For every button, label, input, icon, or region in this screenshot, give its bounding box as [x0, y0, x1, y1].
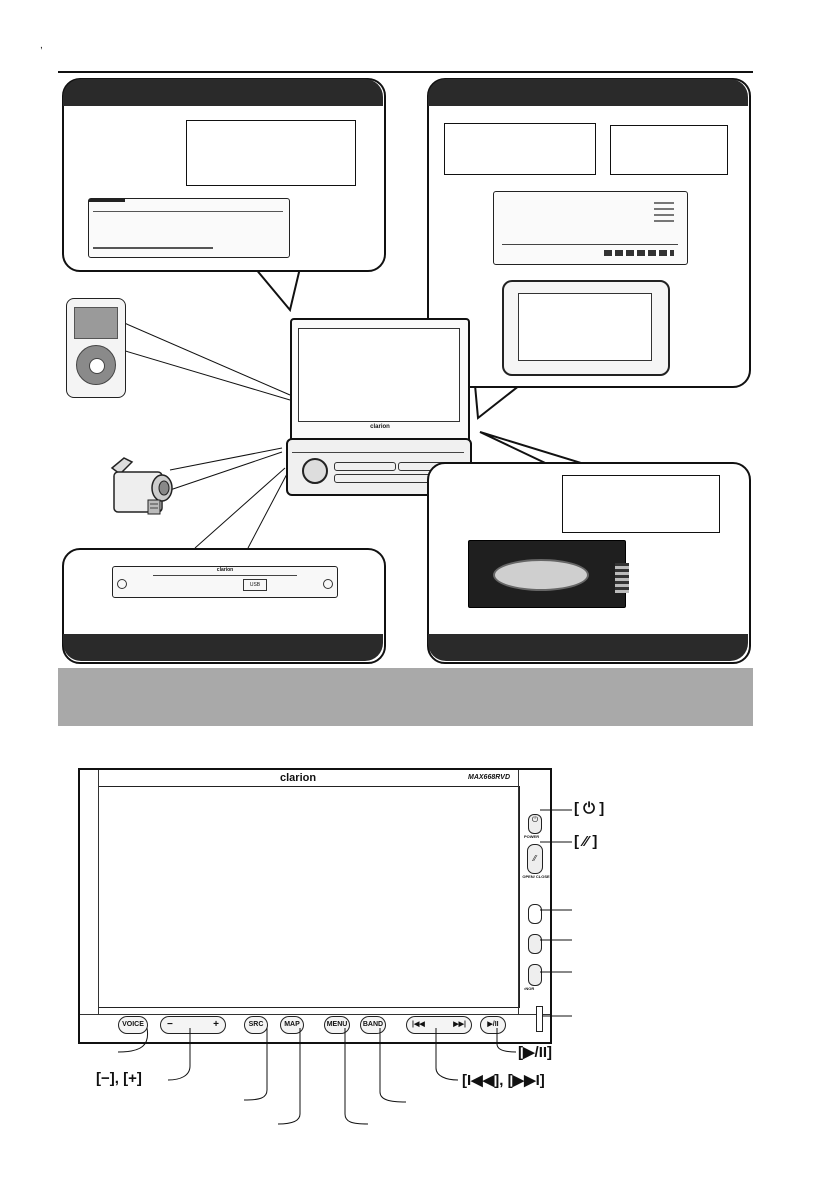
front-panel-model: MAX668RVD [468, 774, 511, 781]
volume-plus-icon[interactable]: + [213, 1019, 219, 1030]
callout-open-close: [ ⁄⁄ ] [574, 833, 598, 850]
track-next-icon[interactable]: ▶▶| [453, 1021, 466, 1028]
remote-sensor [528, 904, 542, 924]
front-panel: clarion MAX668RVD ⏻ POWER ⁄⁄ OPEN/ CLOSE… [78, 768, 552, 1044]
top-right-header-bar [428, 79, 748, 106]
power-label: POWER [524, 834, 540, 839]
callout-lines [117, 809, 572, 1125]
callout-power: [ ⏻ ] [574, 800, 605, 817]
top-left-label-box [186, 120, 356, 186]
volume-minus-icon[interactable]: − [167, 1019, 173, 1030]
dvd-changer-device [493, 191, 688, 265]
camcorder-device [110, 457, 173, 515]
ipod-device [66, 298, 126, 398]
open-close-label: OPEN/ CLOSE [522, 874, 550, 879]
main-unit-logo: clarion [370, 424, 390, 430]
track-prev-icon[interactable]: |◀◀ [412, 1021, 425, 1028]
top-right-label-box-1 [444, 123, 596, 175]
navigation-button[interactable] [528, 934, 542, 954]
monitor-device [502, 280, 670, 376]
power-button[interactable]: ⏻ [528, 814, 542, 834]
main-unit-screen: clarion [290, 318, 470, 444]
volume-button[interactable]: − + [160, 1016, 226, 1034]
open-close-button[interactable]: ⁄⁄ [527, 844, 543, 874]
play-pause-button[interactable]: ▶/II [480, 1016, 506, 1034]
dvd-player-usb-slot: USB [243, 579, 267, 591]
tuner-device [88, 198, 290, 258]
ir-label: •NOR [524, 986, 535, 991]
top-rule [58, 71, 753, 73]
voice-button[interactable]: VOICE [118, 1016, 148, 1034]
ipod-click-wheel [76, 345, 116, 385]
ipod-screen [74, 307, 118, 339]
dvd-player-device: clarion USB [112, 566, 338, 598]
top-left-header-bar [63, 79, 383, 106]
reset-slot[interactable] [536, 1006, 543, 1032]
section-title-band [58, 668, 753, 726]
callout-volume: [−], [+] [96, 1070, 142, 1087]
bottom-left-footer-bar [63, 634, 383, 661]
top-right-label-box-2 [610, 125, 728, 175]
track-button[interactable]: |◀◀ ▶▶| [406, 1016, 472, 1034]
bottom-right-label-box [562, 475, 720, 533]
corner-mark: , [40, 40, 43, 51]
menu-button[interactable]: MENU [324, 1016, 350, 1034]
info-button[interactable] [528, 964, 542, 986]
bottom-right-footer-bar [428, 634, 748, 661]
map-button[interactable]: MAP [280, 1016, 304, 1034]
callout-track: [I◀◀], [▶▶I] [462, 1072, 545, 1089]
dvd-player-logo: clarion [216, 567, 234, 573]
front-panel-logo: clarion [280, 772, 317, 784]
callout-play-pause: [▶/II] [518, 1044, 553, 1061]
amplifier-device [468, 540, 629, 608]
src-button[interactable]: SRC [244, 1016, 268, 1034]
